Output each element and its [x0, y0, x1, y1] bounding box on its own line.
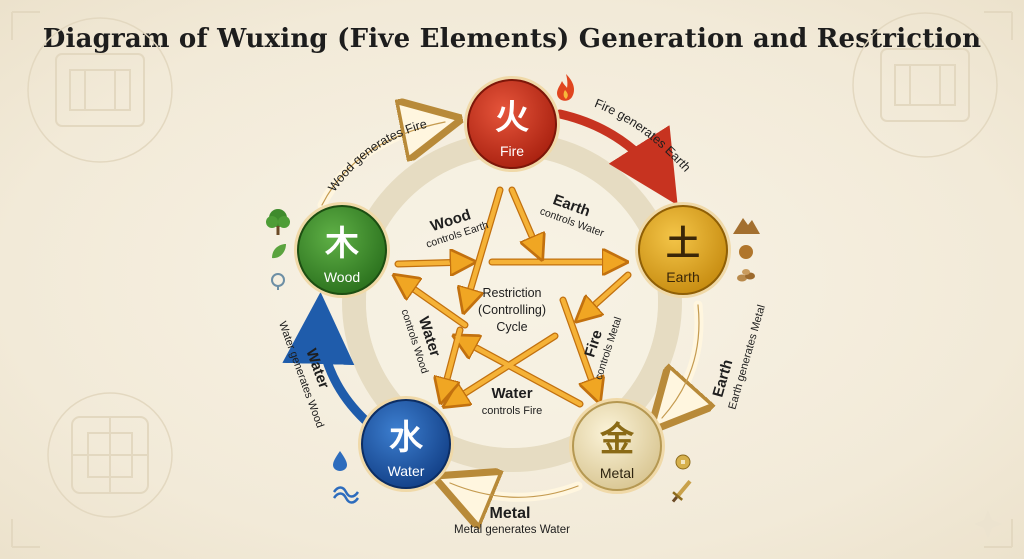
svg-text:金: 金: [599, 420, 635, 460]
svg-text:木: 木: [324, 224, 359, 264]
svg-text:土: 土: [666, 224, 700, 264]
corner-ornaments: [11, 11, 1013, 548]
svg-text:Earth generates Metal: Earth generates Metal: [727, 304, 768, 411]
flame-icon: [557, 74, 574, 101]
seedling-icon: [271, 273, 285, 290]
svg-text:Cycle: Cycle: [496, 320, 527, 334]
wave-icon: [332, 486, 360, 504]
lattice-ornament-top-left-icon: [27, 17, 173, 163]
svg-text:Restriction: Restriction: [482, 286, 541, 300]
arrow-wood-earth-a: [395, 262, 470, 264]
mountain-icon: [733, 218, 760, 234]
leaf-icon: [272, 244, 286, 259]
node-metal: 金 Metal: [569, 398, 665, 494]
svg-text:水: 水: [389, 418, 424, 458]
water-drop-icon: [333, 451, 347, 471]
node-earth: 土 Earth: [635, 202, 731, 298]
node-fire: 火 Fire: [464, 76, 560, 172]
lattice-ornament-top-right-icon: [852, 12, 998, 158]
node-water: 水 Water: [358, 396, 454, 492]
arrow-fire-metal-a: [580, 272, 631, 318]
earth-ball-icon: [739, 245, 753, 259]
svg-text:Wood: Wood: [324, 269, 360, 285]
arrow-water-fire: [448, 333, 558, 404]
coin-icon: [675, 454, 691, 470]
tree-icon: [266, 209, 290, 235]
restriction-arrows: [395, 186, 632, 407]
label-metal-generates-water: Metal Metal generates Water: [454, 505, 570, 536]
label-earth-generates-metal: Earth Earth generates Metal: [710, 304, 768, 411]
arrow-earth-water-a: [509, 187, 540, 255]
diagram-title: Diagram of Wuxing (Five Elements) Genera…: [42, 24, 982, 54]
arrow-fire-up: [465, 187, 503, 308]
svg-text:Metal generates Water: Metal generates Water: [454, 524, 570, 536]
svg-text:Earth: Earth: [666, 269, 699, 285]
svg-text:Metal: Metal: [490, 505, 531, 522]
label-water-controls-fire: Water controls Fire: [482, 385, 543, 417]
arrow-metal-wood: [458, 338, 583, 407]
arrow-earth-wood: [398, 278, 468, 328]
svg-text:(Controlling): (Controlling): [478, 303, 546, 317]
svg-text:Water: Water: [491, 385, 532, 402]
arrow-fire-metal-b: [560, 297, 598, 398]
svg-text:controls Fire: controls Fire: [482, 405, 543, 417]
generation-arrows: [282, 109, 699, 497]
arrow-fire-earth: [555, 109, 678, 206]
svg-text:Fire: Fire: [500, 143, 524, 159]
arrow-water-wood: [282, 292, 370, 425]
node-wood: 木 Wood: [294, 202, 390, 298]
svg-text:Metal: Metal: [600, 465, 634, 481]
stones-icon: [737, 269, 755, 282]
sword-icon: [671, 479, 692, 503]
svg-text:火: 火: [495, 98, 529, 138]
sparkle-icon: [974, 510, 1002, 538]
center-label: Restriction (Controlling) Cycle: [478, 286, 546, 334]
arrow-water-wood-inner: [442, 327, 463, 398]
svg-text:Water: Water: [388, 463, 425, 479]
lattice-ornament-bottom-left-icon: [47, 392, 173, 518]
